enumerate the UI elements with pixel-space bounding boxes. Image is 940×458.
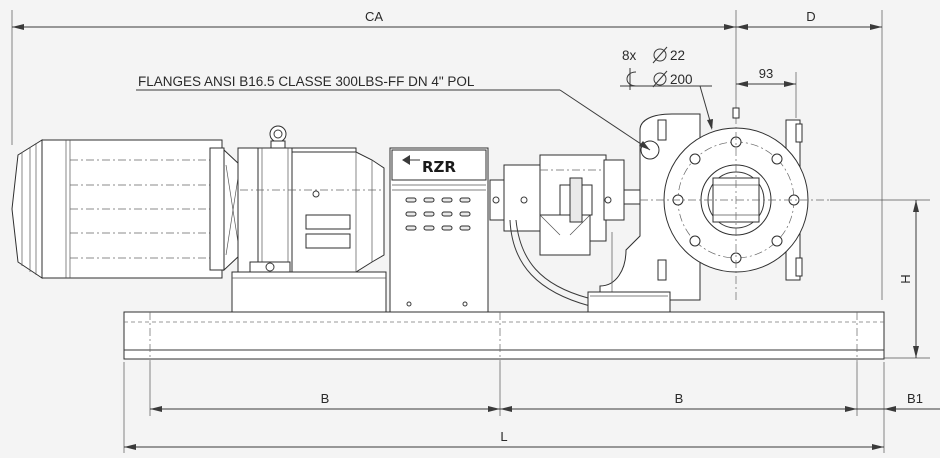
flange-notes: 8x 22 200 FLANGES ANSI B16.5 CLASSE 300L… — [138, 46, 693, 90]
bolt-circle-diameter-value: 200 — [670, 72, 693, 87]
dimension-d-label: D — [806, 9, 815, 24]
hole-diameter-value: 22 — [670, 48, 685, 63]
diameter-icon — [652, 70, 668, 88]
brand-logo: RZR — [422, 158, 456, 176]
electric-motor — [11, 139, 241, 279]
coupling-guard: RZR — [389, 147, 489, 313]
dimension-labels: CA D 93 H B B B1 L — [321, 9, 923, 444]
flange-callout: FLANGES ANSI B16.5 CLASSE 300LBS-FF DN 4… — [138, 74, 475, 89]
dimension-ca-label: CA — [365, 9, 383, 24]
pump-flange — [640, 100, 830, 300]
dimension-b-right-label: B — [675, 391, 684, 406]
dimension-b1-label: B1 — [907, 391, 923, 406]
bearing-housing — [489, 113, 701, 313]
dimension-b-left-label: B — [321, 391, 330, 406]
base-frame — [123, 311, 885, 362]
dimension-93-label: 93 — [759, 66, 773, 81]
dimension-lines — [11, 10, 940, 453]
holes-count: 8x — [622, 48, 637, 63]
dimension-l-label: L — [500, 429, 507, 444]
diameter-icon — [652, 46, 668, 64]
dimension-h-label: H — [898, 274, 913, 283]
gearbox — [231, 125, 387, 313]
centerline-icon — [626, 68, 637, 90]
